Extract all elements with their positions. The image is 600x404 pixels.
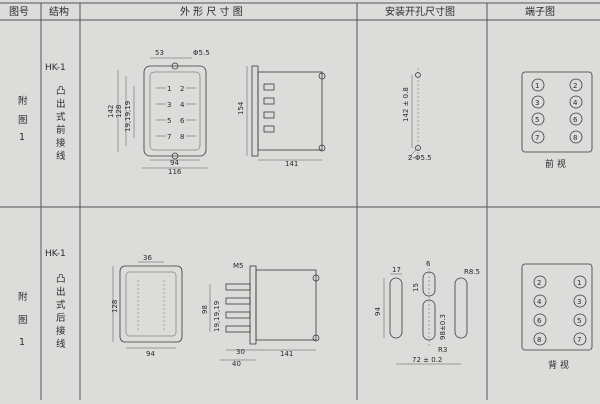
r2-tn-7: 8 <box>537 336 541 344</box>
row2-rear-outline: 36 128 94 <box>111 254 183 358</box>
r1-term-4: 4 <box>180 101 185 109</box>
r2-dim-spacing: 19,19,19 <box>213 301 221 332</box>
r1-tn-4: 4 <box>573 99 578 107</box>
r2-dim-128: 128 <box>111 300 119 313</box>
r2-dim-m5: M5 <box>233 262 244 270</box>
row1-front-outline: 1 2 3 4 5 6 7 8 53 Φ5.5 142 128 19,19,19… <box>107 49 210 176</box>
r2-mount-98: 98±0.3 <box>439 314 447 340</box>
row-1-labels: 附 图 1 HK-1 凸 出 式 前 接 线 <box>18 63 66 162</box>
row1-model: HK-1 <box>45 63 66 73</box>
row1-struct-6: 线 <box>56 150 66 162</box>
r1-tn-3: 3 <box>535 99 539 107</box>
header-outline: 外 形 尺 寸 图 <box>180 5 243 18</box>
r1-term-2: 2 <box>180 85 184 93</box>
row2-side-outline: M5 98 19,19,19 30 40 141 <box>201 262 320 368</box>
row1-mounting-holes: 142 ± 0.8 2-Φ5.5 <box>402 68 432 162</box>
r1-tn-7: 7 <box>535 134 539 142</box>
r2-mount-17: 17 <box>392 266 401 274</box>
row2-struct-5: 接 <box>56 325 66 337</box>
r2-tn-6: 5 <box>577 317 581 325</box>
header-figure-no: 图号 <box>9 6 29 18</box>
row1-fig-char-1: 附 <box>18 95 28 107</box>
r1-tn-6: 6 <box>573 116 578 124</box>
row2-mounting-slots: 94 17 6 R8.5 15 98±0.3 R3 72 ± 0.2 <box>374 260 480 365</box>
r1-view-label: 前 视 <box>545 158 566 170</box>
header-structure: 结构 <box>49 5 69 18</box>
r1-tn-2: 2 <box>573 82 577 90</box>
r2-mount-6: 6 <box>426 260 431 268</box>
r1-tn-5: 5 <box>535 116 539 124</box>
r1-tn-1: 1 <box>535 82 539 90</box>
header-mounting: 安装开孔尺寸图 <box>385 5 455 18</box>
row2-struct-1: 凸 <box>56 274 66 285</box>
row1-struct-4: 前 <box>56 124 66 136</box>
r2-tn-3: 4 <box>537 298 542 306</box>
row-2-labels: 附 图 1 HK-1 凸 出 式 后 接 线 <box>18 249 66 350</box>
r1-mount-holes: 2-Φ5.5 <box>408 154 432 162</box>
r2-dim-36: 36 <box>143 254 152 262</box>
r1-dim-spacing: 19,19,19 <box>124 101 132 132</box>
row2-model: HK-1 <box>45 249 66 259</box>
row1-fig-char-3: 1 <box>19 132 25 143</box>
r2-dim-30: 30 <box>236 348 245 356</box>
row2-fig-char-2: 图 <box>18 315 28 326</box>
r2-tn-8: 7 <box>577 336 581 344</box>
r2-mount-94: 94 <box>374 307 382 316</box>
r1-term-6: 6 <box>180 117 185 125</box>
r1-dim-116: 116 <box>168 168 182 176</box>
r1-dim-94: 94 <box>170 159 179 167</box>
r2-dim-141: 141 <box>280 350 293 358</box>
r2-tn-4: 3 <box>577 298 581 306</box>
row1-struct-3: 式 <box>56 111 66 123</box>
r2-dim-94: 94 <box>146 350 155 358</box>
row2-fig-char-1: 附 <box>18 291 28 303</box>
r1-dim-141: 141 <box>285 160 298 168</box>
row2-struct-6: 线 <box>56 338 66 350</box>
r1-term-7: 7 <box>167 133 171 141</box>
row1-side-outline: 154 141 <box>237 65 326 168</box>
r1-term-1: 1 <box>167 85 171 93</box>
row1-struct-2: 出 <box>56 98 66 110</box>
r2-mount-r3: R3 <box>438 346 447 354</box>
r1-term-5: 5 <box>167 117 171 125</box>
r1-term-8: 8 <box>180 133 184 141</box>
r2-tn-5: 6 <box>537 317 542 325</box>
r2-tn-2: 1 <box>577 279 581 287</box>
row1-struct-1: 凸 <box>56 86 66 97</box>
r1-dim-53: 53 <box>155 49 164 57</box>
r1-dim-154: 154 <box>237 101 245 115</box>
header-terminal: 端子图 <box>525 5 555 18</box>
row2-fig-char-3: 1 <box>19 337 25 348</box>
row2-struct-2: 出 <box>56 286 66 298</box>
r2-dim-40: 40 <box>232 360 241 368</box>
row2-struct-3: 式 <box>56 299 66 311</box>
r2-mount-r85: R8.5 <box>464 268 480 276</box>
row1-struct-5: 接 <box>56 137 66 149</box>
row2-struct-4: 后 <box>56 313 66 324</box>
r1-tn-8: 8 <box>573 134 577 142</box>
r1-mount-height: 142 ± 0.8 <box>402 87 410 122</box>
r1-dim-142: 142 <box>107 105 115 118</box>
r1-dim-hole: Φ5.5 <box>193 49 210 57</box>
r2-mount-72: 72 ± 0.2 <box>412 356 442 364</box>
r1-term-3: 3 <box>167 101 171 109</box>
row1-fig-char-2: 图 <box>18 115 28 126</box>
r1-dim-128: 128 <box>115 105 123 118</box>
r2-view-label: 背 视 <box>548 359 569 371</box>
row2-terminal-diagram: 2 1 4 3 6 5 8 7 背 视 <box>521 263 593 371</box>
row1-terminal-diagram: 1 2 3 4 5 6 7 8 前 视 <box>521 71 593 170</box>
r2-tn-1: 2 <box>537 279 541 287</box>
r2-dim-98: 98 <box>201 305 209 314</box>
r2-mount-15: 15 <box>412 283 420 292</box>
